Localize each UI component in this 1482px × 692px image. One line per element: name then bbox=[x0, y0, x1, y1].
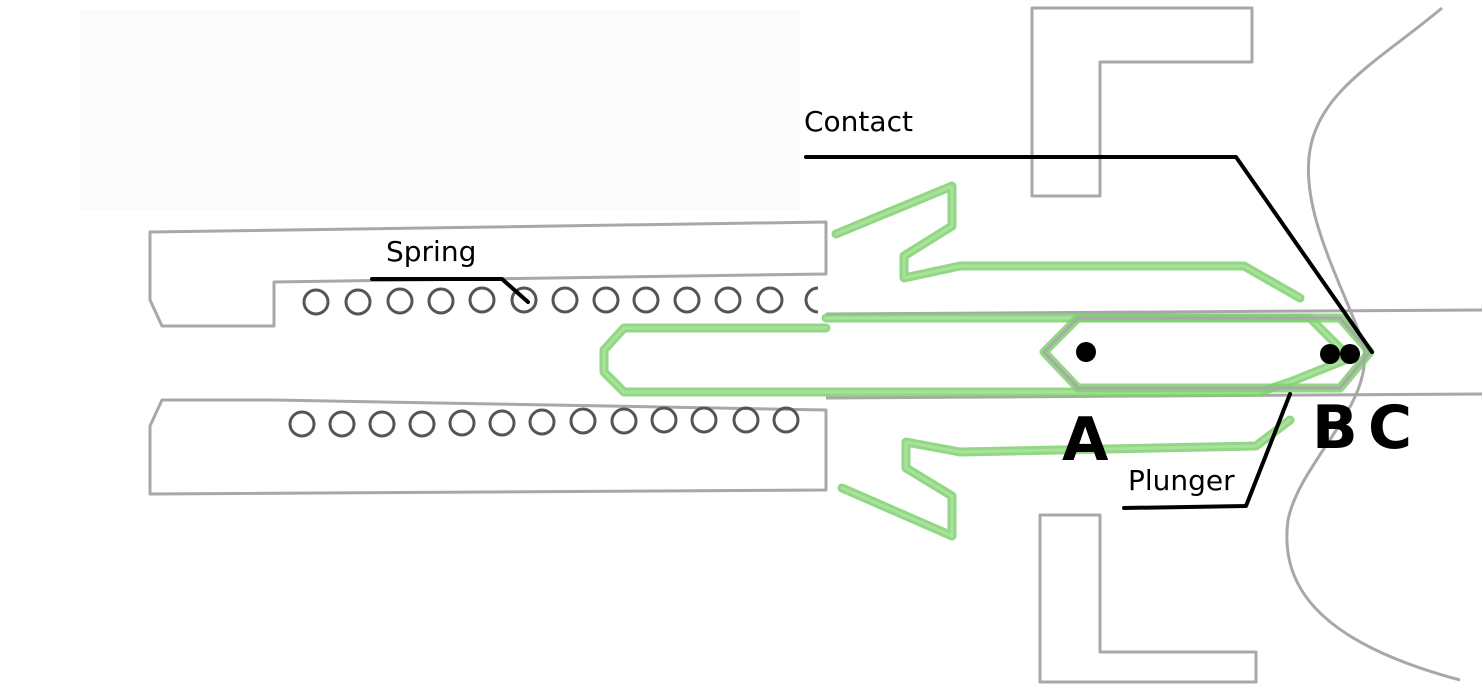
plunger-leader bbox=[1122, 392, 1292, 510]
right-boundary-curve bbox=[1285, 6, 1461, 682]
point-a-label: A bbox=[1062, 405, 1109, 475]
plunger-label: Plunger bbox=[1128, 464, 1235, 497]
contact-carrier-highlight bbox=[599, 181, 1355, 541]
spring-leader bbox=[370, 277, 530, 304]
spring-housing-upper bbox=[148, 220, 828, 328]
contact-leader bbox=[804, 155, 1374, 354]
point-b-label: B bbox=[1312, 393, 1358, 463]
lower-bracket bbox=[1038, 513, 1258, 684]
point-a-dot bbox=[1076, 342, 1096, 362]
spring-label: Spring bbox=[386, 235, 476, 268]
spring-coils-lower bbox=[288, 406, 800, 438]
background-haze bbox=[80, 10, 800, 210]
point-c-dot bbox=[1340, 344, 1360, 364]
contact-label: Contact bbox=[804, 105, 913, 138]
spring-housing-lower bbox=[148, 398, 828, 496]
upper-bracket bbox=[1030, 6, 1254, 198]
point-c-label: C bbox=[1368, 393, 1412, 463]
shaft-upper-line bbox=[825, 308, 1482, 316]
spring-coils-upper bbox=[302, 286, 819, 316]
plunger-body bbox=[1039, 313, 1375, 393]
point-b-dot bbox=[1320, 344, 1340, 364]
